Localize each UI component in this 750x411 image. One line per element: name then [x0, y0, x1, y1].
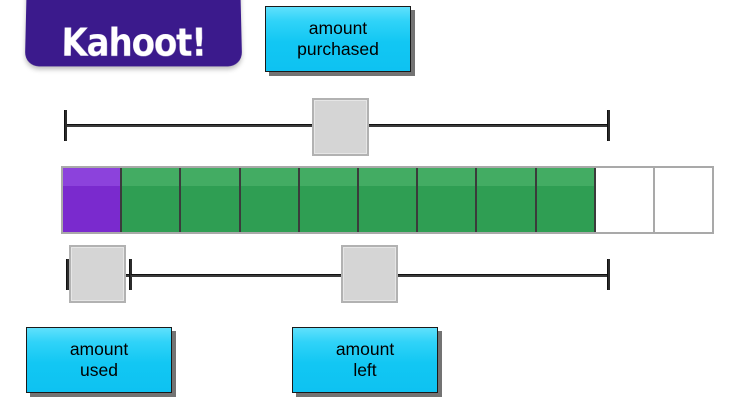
bracket-endcap-right-used	[129, 259, 132, 290]
label-amount-used[interactable]: amount used	[26, 327, 172, 393]
bar-segment-left-3	[181, 168, 241, 232]
label-amount-purchased-line2: purchased	[297, 39, 379, 59]
bar-segment-left-9	[536, 168, 596, 232]
bracket-endcap-left-purchased	[64, 110, 67, 141]
label-amount-used-line1: amount	[69, 339, 129, 360]
bracket-endcap-right-left	[607, 259, 610, 290]
label-amount-used-line2: used	[80, 360, 118, 380]
bracket-endcap-right-purchased	[607, 110, 610, 141]
bar-segment-left-8	[477, 168, 537, 232]
kahoot-logo: Kahoot!	[24, 0, 243, 67]
bar-segment-unfilled-11	[654, 168, 713, 232]
handle-box-amount-left[interactable]	[341, 245, 398, 303]
label-amount-left-line1: amount	[335, 339, 395, 360]
bracket-endcap-left-used	[66, 259, 69, 290]
bar-segment-left-5	[299, 168, 359, 232]
label-amount-left-line2: left	[353, 360, 377, 380]
segmented-tape-bar	[61, 166, 714, 234]
label-amount-left[interactable]: amount left	[292, 327, 438, 393]
bar-segment-left-6	[358, 168, 419, 232]
bar-segment-left-2	[122, 168, 182, 232]
label-amount-purchased[interactable]: amount purchased	[265, 6, 411, 72]
bar-segment-left-4	[240, 168, 300, 232]
bar-segment-left-7	[418, 168, 478, 232]
handle-box-amount-purchased[interactable]	[312, 98, 369, 156]
handle-box-amount-used[interactable]	[69, 245, 126, 303]
bar-segment-used-1	[63, 168, 123, 232]
label-amount-purchased-line1: amount	[308, 18, 368, 39]
kahoot-wordmark: Kahoot!	[60, 20, 207, 66]
bar-segment-unfilled-10	[595, 168, 655, 232]
